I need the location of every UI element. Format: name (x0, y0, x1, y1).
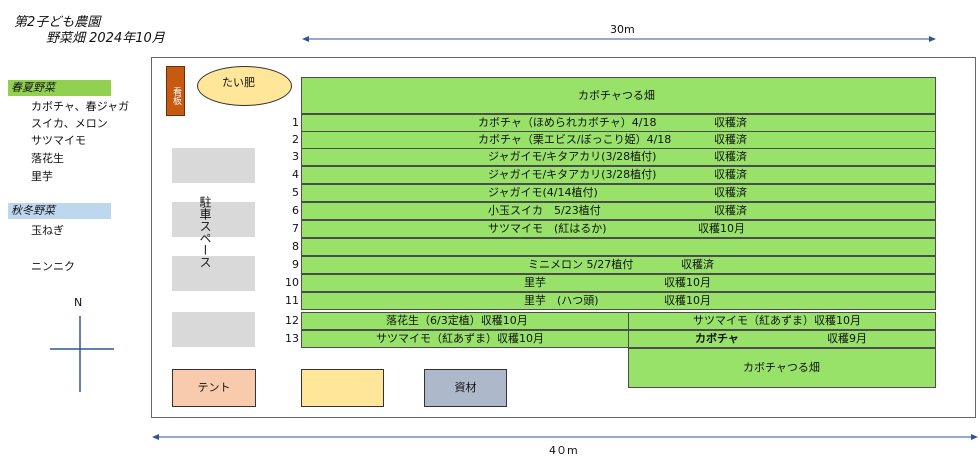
plot-row-10: 里芋 収穫10月 (301, 274, 936, 292)
plot-row-12-right: サツマイモ（紅あずま）収穫10月 (628, 312, 936, 330)
legend-spring-summer-heading: 春夏野菜 (8, 80, 111, 96)
compass-icon (50, 316, 114, 392)
row-crop: サツマイモ (紅はるか) (488, 222, 607, 235)
row-status: 収穫済 (714, 168, 747, 181)
garden-title: 第2子ども農園 (14, 15, 101, 30)
legend-item: ニンニク (31, 260, 75, 273)
row-number: 7 (292, 222, 299, 235)
legend-autumn-winter-heading: 秋冬野菜 (8, 203, 111, 219)
row-status: 収穫10月 (698, 222, 745, 235)
plot-row-7: サツマイモ (紅はるか) 収穫10月 (301, 220, 936, 238)
row-crop: カボチャ（ほめられカボチャ）4/18 (478, 116, 657, 129)
row-crop: サツマイモ（紅あずま）収穫10月 (376, 332, 544, 345)
parking-slot (172, 312, 255, 347)
row-number: 12 (285, 314, 299, 327)
row-number: 5 (292, 186, 299, 199)
plot-row-11: 里芋 (ハつ頭) 収穫10月 (301, 292, 936, 310)
tent-area: テント (172, 369, 256, 407)
plot-row-12-left: 落花生（6/3定植）収穫10月 (301, 312, 629, 330)
farm-boundary (151, 57, 976, 418)
row-crop: 里芋 (524, 276, 546, 289)
pumpkin-vine-field-bottom: カボチャつる畑 (628, 348, 936, 388)
row-status: 収穫済 (714, 150, 747, 163)
row-crop: ジャガイモ/キタアカリ(3/28植付) (488, 168, 657, 181)
row-number: 11 (285, 294, 299, 307)
legend-item: カボチャ、春ジャガ (31, 100, 130, 113)
width-30m-label: 30m (610, 23, 635, 36)
row-crop: 里芋 (ハつ頭) (524, 294, 599, 307)
row-number: 2 (292, 133, 299, 146)
compass-north-label: N (74, 296, 83, 309)
parking-slot (172, 148, 255, 183)
parking-label: 駐車スペース (198, 196, 212, 268)
row-number: 3 (292, 150, 299, 163)
row-crop: ミニメロン 5/27植付 (528, 258, 634, 271)
parking-slot (172, 202, 255, 237)
vine-field-label: カボチャつる畑 (743, 361, 820, 374)
materials-area: 資材 (424, 369, 507, 407)
width-40m-label: 4０m (549, 444, 578, 457)
plot-row-13-right: カボチャ 収穫9月 (628, 330, 936, 348)
row-crop: ジャガイモ(4/14植付) (488, 186, 598, 199)
plot-row-3: ジャガイモ/キタアカリ(3/28植付) 収穫済 (301, 148, 936, 166)
plot-row-8-empty (301, 238, 936, 256)
row-number: 6 (292, 204, 299, 217)
signboard: 看板 (166, 66, 185, 116)
compost-area: たい肥 (197, 66, 292, 106)
row-crop: カボチャ（栗エビス/ぼっこり姫）4/18 (478, 133, 672, 146)
legend-item: 落花生 (31, 152, 64, 165)
row-number: 10 (285, 276, 299, 289)
legend-item: 里芋 (31, 170, 53, 183)
row-number: 4 (292, 168, 299, 181)
row-crop: ジャガイモ/キタアカリ(3/28植付) (488, 150, 657, 163)
row-crop: 落花生（6/3定植）収穫10月 (386, 314, 528, 327)
row-number: 13 (285, 332, 299, 345)
pumpkin-vine-field-top: カボチャつる畑 (301, 77, 936, 114)
row-number: 9 (292, 258, 299, 271)
row-status: 収穫10月 (664, 276, 711, 289)
storage-box-empty (301, 369, 384, 407)
row-status: 収穫済 (714, 204, 747, 217)
row-status: 収穫9月 (827, 332, 867, 345)
row-number: 1 (292, 116, 299, 129)
plot-row-6: 小玉スイカ 5/23植付 収穫済 (301, 202, 936, 220)
legend-item: スイカ、メロン (31, 117, 108, 130)
row-status: 収穫10月 (664, 294, 711, 307)
plot-row-9: ミニメロン 5/27植付 収穫済 (301, 256, 936, 274)
row-crop: カボチャ (695, 332, 739, 345)
plot-row-13-left: サツマイモ（紅あずま）収穫10月 (301, 330, 629, 348)
parking-slot (172, 256, 255, 291)
plot-row-5: ジャガイモ(4/14植付) 収穫済 (301, 184, 936, 202)
width-40m-arrow (152, 434, 978, 440)
field-subtitle: 野菜畑 2024年10月 (46, 31, 165, 46)
legend-item: サツマイモ (31, 134, 86, 147)
row-crop: サツマイモ（紅あずま）収穫10月 (693, 314, 861, 327)
vine-field-label: カボチャつる畑 (578, 89, 655, 102)
row-status: 収穫済 (714, 133, 747, 146)
legend-item: 玉ねぎ (31, 224, 64, 237)
plot-row-1: カボチャ（ほめられカボチャ）4/18 収穫済 (301, 114, 936, 132)
width-30m-arrow (302, 36, 936, 42)
plot-row-2: カボチャ（栗エビス/ぼっこり姫）4/18 収穫済 (301, 131, 936, 149)
row-status: 収穫済 (681, 258, 714, 271)
row-status: 収穫済 (714, 186, 747, 199)
plot-row-4: ジャガイモ/キタアカリ(3/28植付) 収穫済 (301, 166, 936, 184)
row-number: 8 (292, 240, 299, 253)
row-crop: 小玉スイカ 5/23植付 (488, 204, 601, 217)
row-status: 収穫済 (714, 116, 747, 129)
